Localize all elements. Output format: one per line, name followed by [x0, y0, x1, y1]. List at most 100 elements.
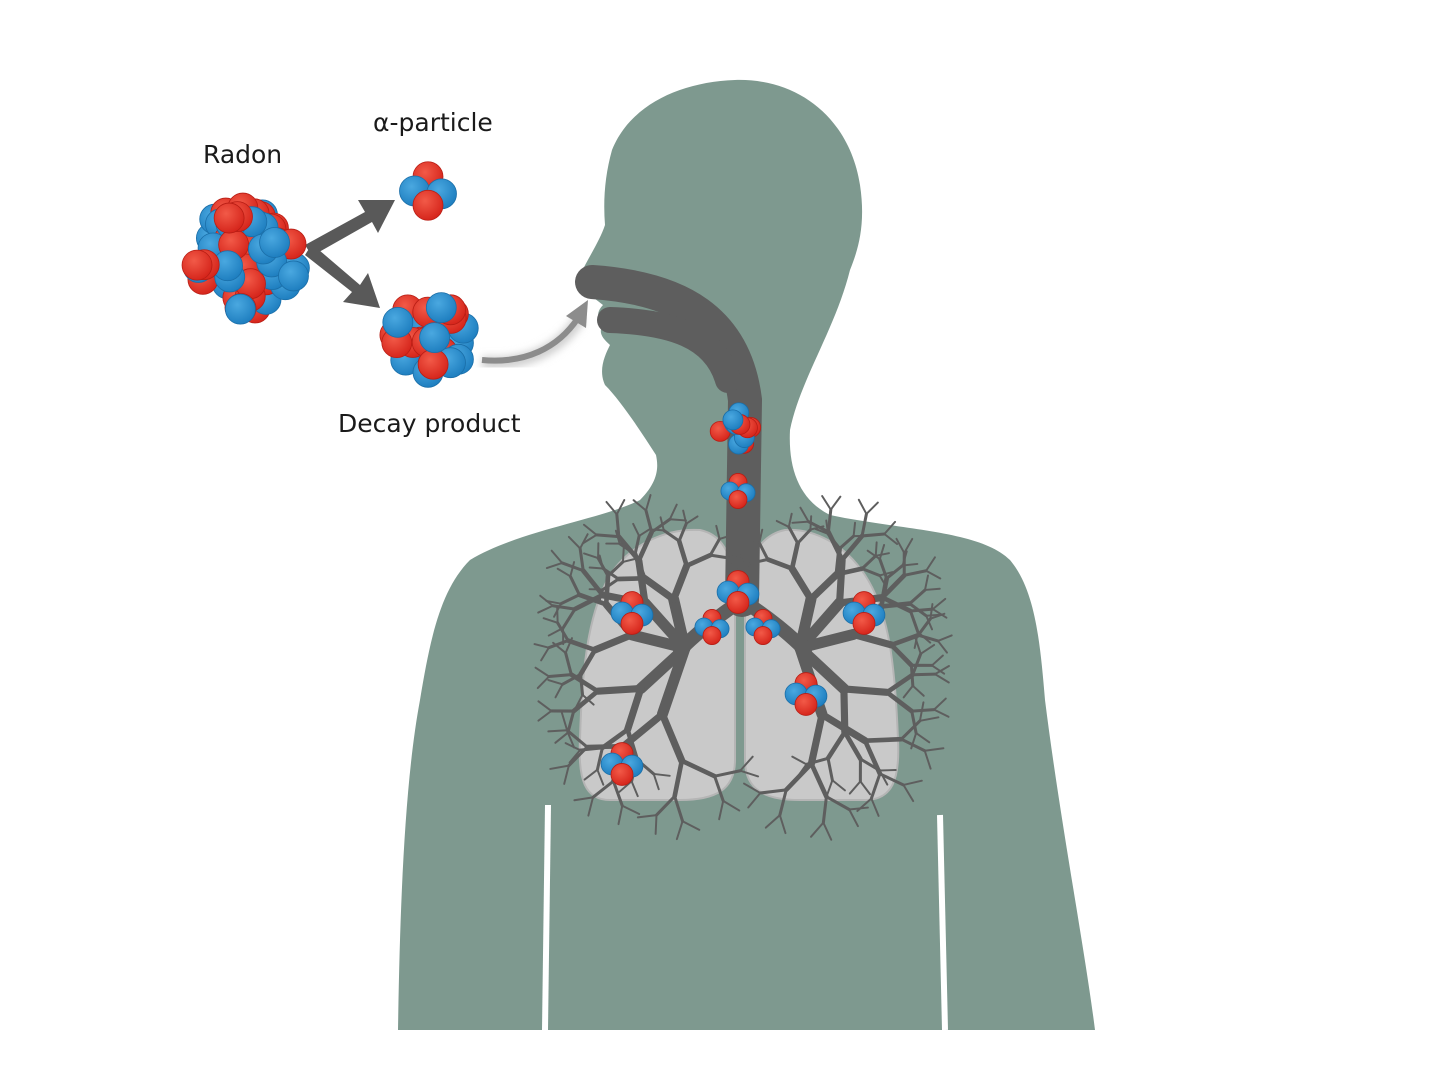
bronchus	[809, 525, 825, 531]
bronchus	[566, 709, 576, 735]
bronchus	[708, 553, 731, 560]
bronchus	[883, 520, 897, 535]
proton	[417, 348, 449, 380]
bronchus	[915, 732, 931, 744]
alpha-particle-label: α-particle	[373, 108, 493, 137]
bronchus	[615, 499, 626, 516]
bronchus	[908, 607, 935, 613]
bronchus	[601, 566, 620, 581]
bronchus	[554, 731, 569, 744]
bronchus	[866, 549, 881, 561]
bronchus	[559, 593, 581, 606]
proton	[728, 490, 748, 509]
bronchus	[617, 804, 624, 826]
bronchus	[659, 516, 665, 532]
bronchus	[598, 588, 604, 604]
proton	[620, 612, 644, 635]
bronchus	[834, 546, 842, 577]
bronchus	[764, 814, 781, 829]
bronchus	[611, 779, 624, 808]
bronchus	[547, 673, 573, 679]
bronchus	[933, 708, 950, 718]
bronchus	[791, 755, 808, 766]
bronchus	[836, 556, 846, 607]
bronchus	[929, 603, 934, 620]
bronchus	[632, 551, 647, 581]
bronchus	[787, 512, 793, 528]
bronchus	[587, 796, 594, 817]
bronchus	[902, 569, 928, 577]
bronchus	[569, 561, 576, 578]
bronchus	[825, 729, 848, 761]
bronchus	[791, 520, 810, 524]
bronchus	[673, 794, 685, 823]
bronchus	[925, 556, 936, 572]
bronchus	[911, 652, 923, 677]
bronchus	[848, 808, 859, 828]
bronchus	[619, 710, 666, 750]
bronchus	[931, 608, 948, 619]
bronchus	[640, 574, 678, 603]
bronchus	[727, 556, 738, 570]
bronchus	[632, 522, 641, 537]
bronchus	[549, 764, 570, 770]
bronchus	[578, 546, 585, 573]
bronchus	[572, 592, 605, 612]
inhaled-particle	[842, 591, 886, 635]
neutron	[425, 292, 457, 324]
bronchus	[580, 568, 605, 598]
bronchus	[826, 532, 842, 550]
bronchus	[901, 562, 919, 567]
bronchus	[633, 534, 641, 556]
bronchus	[859, 780, 872, 796]
bronchus	[934, 665, 950, 676]
bronchus	[925, 569, 942, 580]
bronchus	[668, 503, 678, 521]
bronchus	[654, 814, 658, 835]
bronchus	[879, 576, 890, 609]
bronchus	[591, 779, 615, 799]
bronchus	[566, 731, 576, 749]
bronchus	[831, 779, 846, 792]
bronchus	[918, 701, 925, 722]
bronchus	[577, 592, 609, 607]
bronchus	[860, 567, 882, 577]
bronchus	[916, 617, 932, 637]
bronchus	[794, 593, 817, 654]
bronchus	[552, 641, 567, 654]
bronchus	[571, 688, 600, 714]
bronchus	[579, 533, 589, 550]
bronchus	[852, 521, 857, 538]
bronchus	[534, 666, 551, 678]
decay-product-label: Decay product	[338, 409, 521, 438]
bronchus	[713, 774, 725, 803]
bronchus	[747, 792, 762, 809]
bronchus	[870, 797, 880, 817]
bronchus	[824, 795, 851, 812]
bronchus	[930, 664, 946, 675]
proton	[702, 626, 722, 645]
bronchus	[603, 573, 611, 607]
bronchus	[809, 515, 813, 531]
bronchus	[902, 684, 914, 699]
alpha-particle	[399, 161, 457, 221]
bronchus	[722, 799, 741, 812]
bronchus	[537, 604, 554, 614]
bronchus	[807, 570, 841, 603]
bronchus	[903, 537, 914, 554]
bronchus	[860, 512, 868, 538]
bronchus	[569, 672, 600, 694]
bronchus	[809, 761, 829, 800]
bronchus	[919, 643, 936, 655]
bronchus	[624, 684, 645, 734]
inhale-arrow	[481, 300, 588, 369]
bronchus	[547, 679, 564, 686]
inhaled-particle	[600, 742, 644, 786]
decay-arrows	[305, 200, 395, 308]
bronchus	[537, 700, 553, 712]
bronchus	[598, 554, 605, 570]
bronchus	[537, 709, 553, 722]
bronchus	[638, 527, 652, 537]
bronchus	[654, 794, 677, 817]
bronchus	[542, 617, 559, 624]
